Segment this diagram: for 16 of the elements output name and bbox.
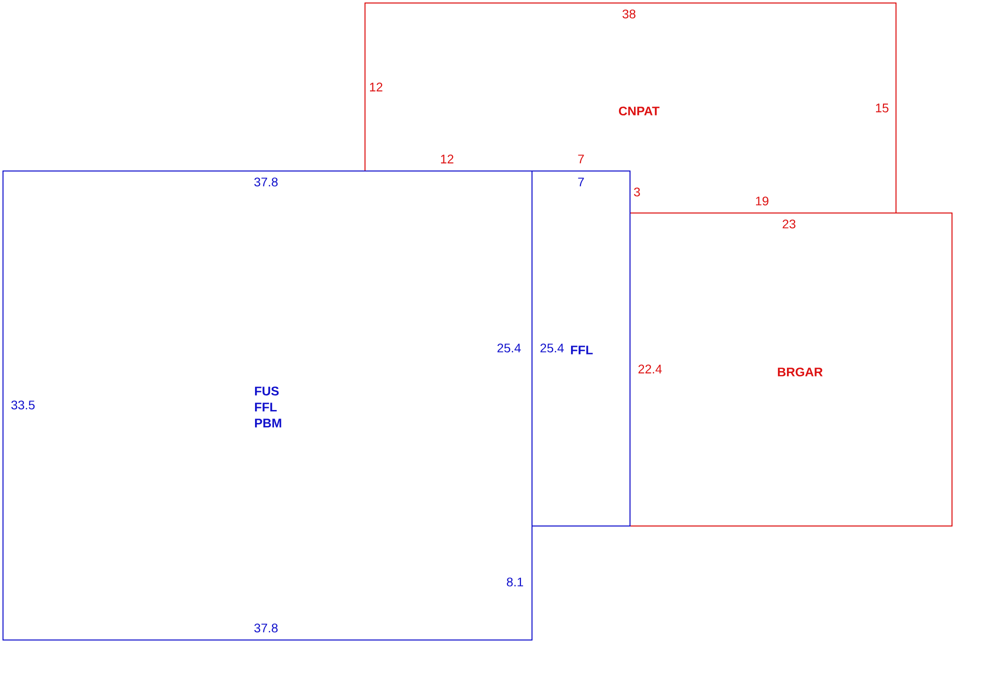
dimension-label: 8.1 <box>506 578 524 586</box>
dimension-label: 12 <box>441 154 454 164</box>
dimension-label: 7 <box>578 178 584 186</box>
dimension-label: 22.4 <box>638 364 662 374</box>
dimension-label: 38 <box>622 10 636 18</box>
dimension-label: 25.4 <box>497 344 521 352</box>
dimension-label: 25.4 <box>540 344 564 352</box>
dimension-label: 12 <box>370 82 382 92</box>
dimension-label: 37.8 <box>254 178 278 186</box>
dimension-label: 7 <box>578 154 584 164</box>
dimension-label: 3 <box>634 188 640 196</box>
dimension-label: 23 <box>782 220 796 228</box>
dimension-label: 15 <box>876 104 888 112</box>
dimension-label: 33.5 <box>11 400 35 410</box>
dimension-label: 19 <box>756 196 768 206</box>
dimension-label: 37.8 <box>254 624 278 632</box>
